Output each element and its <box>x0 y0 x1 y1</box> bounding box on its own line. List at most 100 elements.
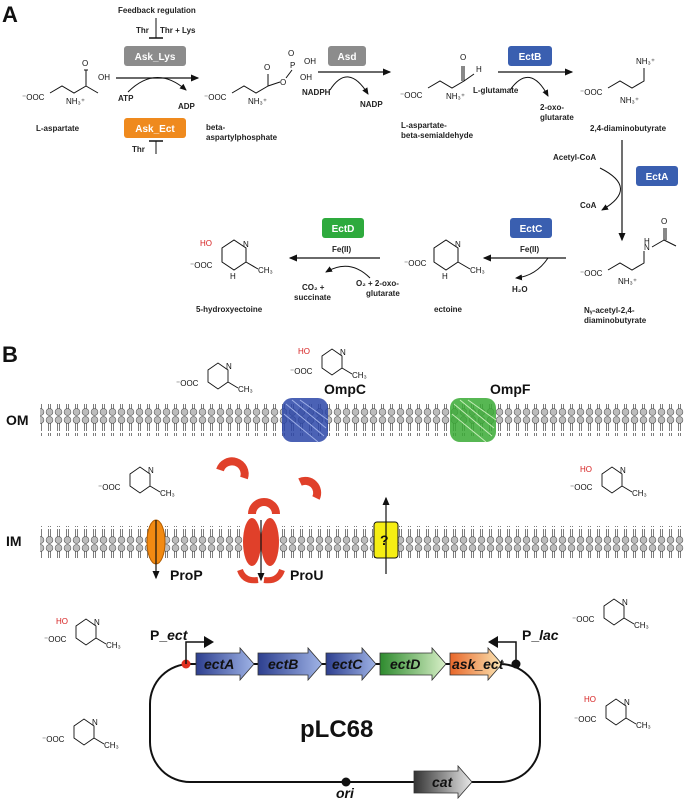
asa-o: O <box>460 53 466 62</box>
ectoine-label: ectoine <box>434 305 463 314</box>
aspartate-nh3: NH₃⁺ <box>66 97 85 106</box>
hydroxyectoine-ho: HO <box>200 239 212 248</box>
enzyme-ecta-label: EctA <box>646 172 669 183</box>
hydroxyectoine-cytoplasm-right <box>605 698 637 726</box>
fe-label-c: Fe(II) <box>520 245 539 254</box>
ectoine-cytoplasm-left-ooc: ⁻OOC <box>42 735 65 744</box>
enzyme-ectc <box>510 218 552 238</box>
enzyme-ectd <box>322 218 364 238</box>
hydroxyectoine-extracellular-ooc: ⁻OOC <box>290 367 313 376</box>
ectoine-extracellular-ooc: ⁻OOC <box>176 379 199 388</box>
aspartate-o: O <box>82 59 88 68</box>
hydroxyectoine-cytoplasm-left-ho: HO <box>56 617 68 626</box>
hydroxyectoine-cytoplasm-right-n: N <box>624 698 630 707</box>
ectoine-extracellular-ch3: CH₃ <box>238 385 253 394</box>
nadab-label-1: Nᵧ-acetyl-2,4- <box>584 306 635 315</box>
nadab-h: H <box>644 237 650 246</box>
ectoine-cytoplasm-left-n: N <box>92 718 98 727</box>
outer-membrane <box>40 404 684 436</box>
bap-p: P <box>290 61 295 70</box>
enzyme-asd <box>328 46 366 66</box>
hydroxyectoine-extracellular-ch3: CH₃ <box>352 371 367 380</box>
plasmid-name: pLC68 <box>300 716 373 743</box>
hydroxyectoine-periplasm-ch3: CH₃ <box>632 489 647 498</box>
gene-ectd-label: ectD <box>390 656 420 672</box>
asa-nh3: NH₃⁺ <box>446 92 465 101</box>
ectoine-cytoplasm-right <box>603 598 635 626</box>
gene-ectb <box>257 646 323 682</box>
asa-label-1: L-aspartate- <box>401 121 447 130</box>
ompf-label: OmpF <box>490 381 531 397</box>
p-ect-label: P_ect <box>150 627 189 643</box>
gene-ectc <box>325 646 377 682</box>
hydroxyectoine-periplasm <box>601 466 633 494</box>
co2-label-2: succinate <box>294 293 331 302</box>
gene-ask-ect-label: ask_ect <box>452 656 505 672</box>
adp-label: ADP <box>178 102 196 111</box>
gene-ask-ect <box>449 646 503 682</box>
gene-ectd <box>379 646 447 682</box>
enzyme-ecta <box>636 166 678 186</box>
hydroxyectoine-cytoplasm-left-ch3: CH₃ <box>106 641 121 650</box>
o2-label-2: glutarate <box>366 289 400 298</box>
l-aspartate-structure <box>49 69 99 94</box>
fe-label-d: Fe(II) <box>332 245 351 254</box>
hydroxyectoine-periplasm-n: N <box>620 466 626 475</box>
enzyme-ask-lys-label: Ask_Lys <box>135 52 176 63</box>
im-label: IM <box>6 533 22 549</box>
oxoglutarate-label-1: 2-oxo- <box>540 103 564 112</box>
thr-label-top: Thr <box>136 26 149 35</box>
dab-nh3-top: NH₃⁺ <box>636 57 655 66</box>
ectoine-cytoplasm-left <box>73 718 105 746</box>
gene-cat-label: cat <box>432 774 454 790</box>
hydroxyectoine-periplasm-ooc: ⁻OOC <box>570 483 593 492</box>
hydroxyectoine-cytoplasm-left-ooc: ⁻OOC <box>44 635 67 644</box>
h2o-curve <box>515 257 549 281</box>
enzyme-ask-ect-label: Ask_Ect <box>135 124 175 135</box>
p-ect-promoter-line <box>185 641 204 664</box>
nadp-label: NADP <box>360 100 383 109</box>
l-glutamate-label: L-glutamate <box>473 86 519 95</box>
nadab-ooc: ⁻OOC <box>580 269 603 278</box>
aspartate-oh: OH <box>98 73 110 82</box>
coa-label: CoA <box>580 201 597 210</box>
bap-label-2: aspartylphosphate <box>206 133 278 142</box>
hydroxyectoine-cytoplasm-right-ho: HO <box>584 695 596 704</box>
gene-ectb-label: ectB <box>268 656 298 672</box>
feedback-regulation-label: Feedback regulation <box>118 6 196 15</box>
ectoine-structure <box>433 239 471 271</box>
bap-o1: O <box>264 63 270 72</box>
bap-label-1: beta- <box>206 123 225 132</box>
hydroxyectoine-label: 5-hydroxyectoine <box>196 305 263 314</box>
hydroxyectoine-ooc: ⁻OOC <box>190 261 213 270</box>
panel-a-label: A <box>2 2 18 27</box>
ori-label: ori <box>336 785 355 799</box>
asa-ooc: ⁻OOC <box>400 91 423 100</box>
atp-curve <box>127 77 187 93</box>
bap-oh2: OH <box>300 73 312 82</box>
prou-label: ProU <box>290 567 323 583</box>
ectoine-periplasm-n: N <box>148 466 154 475</box>
acetyl-coa-curve <box>599 167 621 211</box>
asa-label-2: beta-semialdehyde <box>401 131 474 140</box>
ectoine-cytoplasm-right-n: N <box>622 598 628 607</box>
hydroxyectoine-extracellular-n: N <box>340 348 346 357</box>
enzyme-ectb-label: EctB <box>519 52 542 63</box>
ectoine-extracellular <box>207 362 239 390</box>
bap-oh1: OH <box>304 57 316 66</box>
gene-ecta <box>195 646 255 682</box>
nadab-nh3: NH₃⁺ <box>618 277 637 286</box>
nadph-label: NADPH <box>302 88 331 97</box>
gene-ecta-label: ectA <box>204 656 234 672</box>
thr-label-bottom: Thr <box>132 145 145 154</box>
acetyl-coa-label: Acetyl-CoA <box>553 153 596 162</box>
p-lac-promoter-line <box>498 641 517 664</box>
nadph-curve <box>329 76 369 95</box>
ompc-porin <box>282 398 329 443</box>
bap-nh3: NH₃⁺ <box>248 97 267 106</box>
bap-o2: O <box>280 78 286 87</box>
enzyme-ectc-label: EctC <box>520 224 543 235</box>
glutamate-curve <box>509 77 549 97</box>
